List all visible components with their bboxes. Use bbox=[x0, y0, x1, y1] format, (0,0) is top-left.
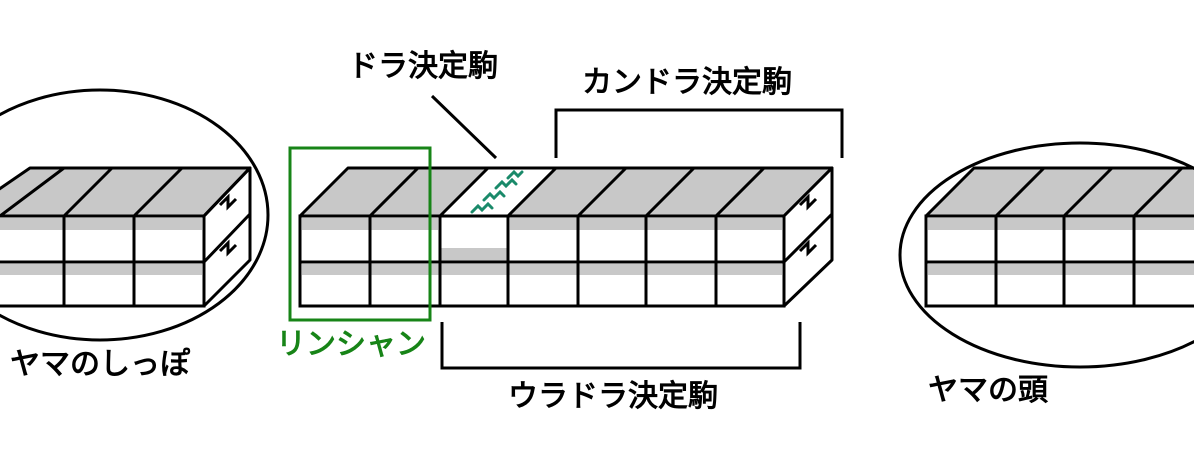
yama-head-label: ヤマの頭 bbox=[928, 373, 1049, 408]
ura-dora-bracket bbox=[440, 322, 802, 370]
dead-wall-group: リンシャン ドラ決定駒 カンドラ決定駒 ウラドラ決定駒 bbox=[276, 49, 844, 414]
tail-stripes bbox=[0, 218, 202, 275]
yama-tail-ellipse bbox=[0, 88, 270, 342]
head-tile-lines bbox=[926, 166, 1194, 306]
ura-dora-indicator-label: ウラドラ決定駒 bbox=[508, 379, 718, 414]
kan-dora-indicator-label: カンドラ決定駒 bbox=[582, 65, 792, 100]
kan-dora-bracket bbox=[554, 108, 844, 158]
dora-tile-marking bbox=[470, 169, 524, 214]
dora-pointer-line bbox=[430, 94, 498, 160]
dead-wall-tile-lines bbox=[298, 166, 834, 308]
yama-tail-label: ヤマのしっぽ bbox=[10, 347, 191, 382]
dora-gap bbox=[440, 248, 508, 262]
rinshan-box bbox=[288, 146, 432, 322]
yama-head-ellipse bbox=[898, 141, 1194, 369]
head-top-surface bbox=[924, 166, 1194, 218]
yama-head-group: ヤマの頭 bbox=[898, 141, 1194, 408]
dora-indicator-label: ドラ決定駒 bbox=[348, 49, 498, 84]
tail-tile-lines bbox=[0, 166, 252, 308]
rinshan-label: リンシャン bbox=[276, 327, 426, 362]
dead-wall-top-surface bbox=[298, 166, 834, 218]
yama-tail-group: ヤマのしっぽ bbox=[0, 88, 270, 382]
